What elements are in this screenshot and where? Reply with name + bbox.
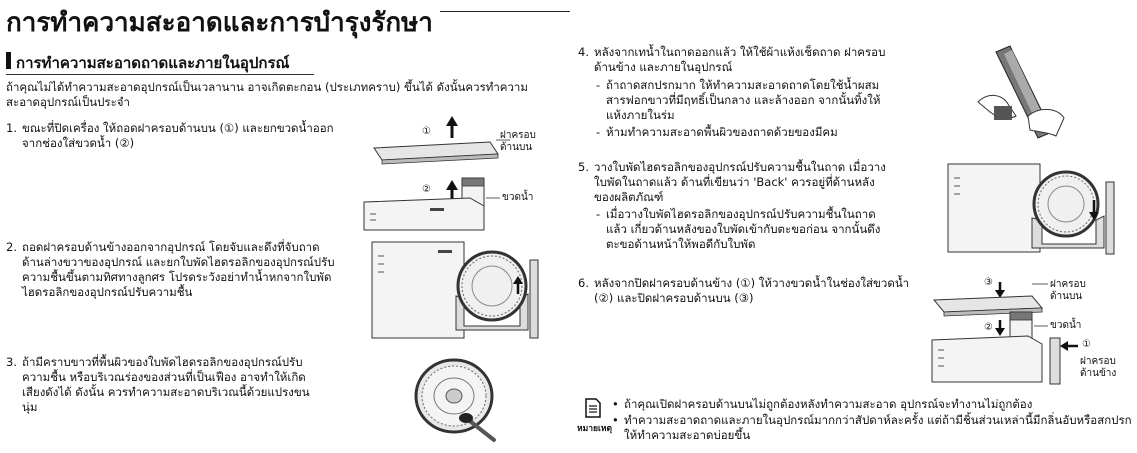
figure-step-3 [410, 356, 502, 446]
step-number: 2. [6, 240, 17, 254]
step-text: ถ้ามีคราบขาวที่พื้นผิวของใบพัดไฮดรอลิกขอ… [22, 355, 310, 414]
wheel-brush-illustration [414, 358, 496, 442]
marker-3: ③ [984, 277, 993, 288]
device-illustration-2 [371, 241, 539, 339]
section-marker [6, 52, 11, 69]
page-title: การทำความสะอาดและการบำรุงรักษา [6, 8, 433, 38]
step-number: 3. [6, 355, 17, 369]
note-label: หมายเหตุ [577, 424, 612, 434]
section-rule [6, 74, 314, 75]
device-illustration-5 [947, 163, 1115, 255]
note-icon [585, 398, 601, 418]
step-text: หลังจากเทน้ำในถาดออกแล้ว ให้ใช้ผ้าแห้งเช… [594, 45, 886, 74]
figure-step-4 [968, 45, 1068, 150]
figure-step-1: ① ② ฝาครอบ ด้านบน ขวดน้ำ [360, 116, 560, 231]
step-number: 1. [6, 121, 17, 135]
sub-text: เมื่อวางใบพัดไฮดรอลิกของอุปกรณ์ปรับความช… [606, 207, 881, 251]
marker-1: ① [1082, 339, 1091, 350]
step-text: ถอดฝาครอบด้านข้างออกจากอุปกรณ์ โดยจับและ… [22, 240, 335, 299]
marker-2: ② [984, 322, 993, 333]
label-water-bottle: ขวดน้ำ [1050, 320, 1082, 331]
step-text: ขณะที่ปิดเครื่อง ให้ถอดฝาครอบด้านบน (①) … [22, 121, 334, 150]
label-top-cover: ฝาครอบ ด้านบน [500, 130, 536, 153]
figure-step-6: ③ ② ① ฝาครอบ ด้านบน ขวดน้ำ ฝาครอบ ด้านข้… [931, 276, 1132, 452]
label-top-cover: ฝาครอบ ด้านบน [1050, 279, 1086, 302]
marker-1: ① [422, 126, 431, 137]
step-text: หลังจากปิดฝาครอบด้านข้าง (①) ให้วางขวดน้… [594, 276, 910, 305]
sub-text: ห้ามทำความสะอาดพื้นผิวของถาดด้วยของมีคม [606, 125, 838, 139]
step-number: 5. [578, 160, 589, 174]
label-water-bottle: ขวดน้ำ [502, 192, 534, 203]
intro-text: ถ้าคุณไม่ได้ทำความสะอาดอุปกรณ์เป็นเวลานา… [6, 80, 528, 109]
section-title: การทำความสะอาดถาดและภายในอุปกรณ์ [16, 54, 290, 72]
marker-2: ② [422, 184, 431, 195]
figure-step-2 [368, 236, 540, 340]
label-side-cover: ฝาครอบ ด้านข้าง [1080, 356, 1117, 379]
step-number: 6. [578, 276, 589, 290]
wiping-illustration [977, 45, 1065, 139]
step-number: 4. [578, 45, 589, 59]
device-illustration-6 [931, 282, 1078, 385]
title-rule [440, 11, 570, 12]
figure-step-5 [946, 160, 1116, 256]
device-illustration-1 [363, 116, 510, 231]
step-text: วางใบพัดไฮดรอลิกของอุปกรณ์ปรับความชื้นใน… [594, 160, 886, 204]
sub-text: ถ้าถาดสกปรกมาก ให้ทำความสะอาดถาดโดยใช้น้… [606, 78, 881, 122]
